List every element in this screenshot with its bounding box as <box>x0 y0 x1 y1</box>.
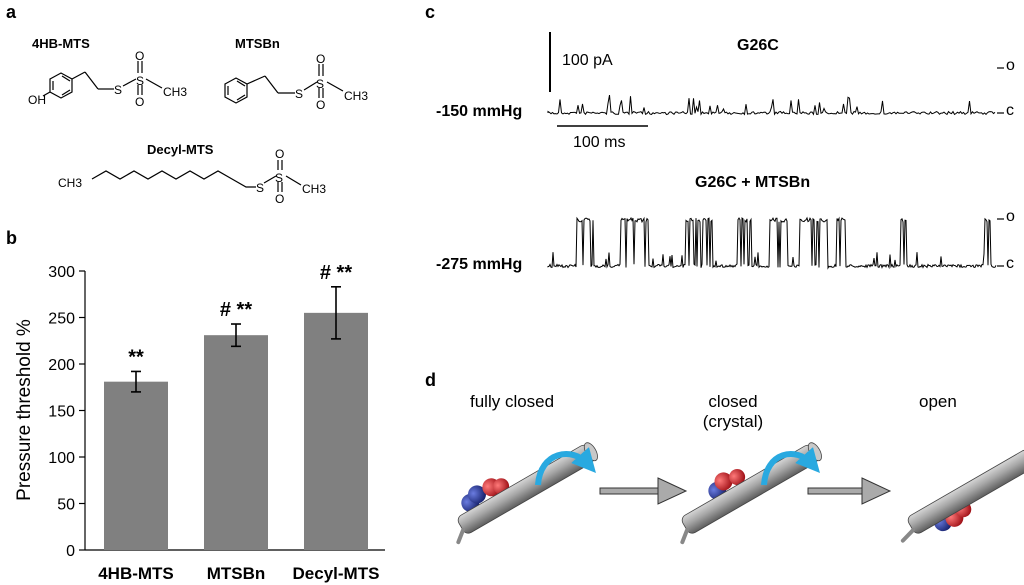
atom-label: S <box>316 77 324 91</box>
atom-label: CH3 <box>58 176 82 190</box>
compound-name-4hb-mts: 4HB-MTS <box>32 36 90 51</box>
y-axis-label: Pressure threshold % <box>14 319 35 501</box>
pressure-threshold-chart: Pressure threshold % 050100150200250300 … <box>14 262 385 583</box>
compound-name-mtsbn: MTSBn <box>235 36 280 51</box>
atom-label: O <box>135 49 144 63</box>
atom-label: S <box>295 87 303 101</box>
panel-c-traces <box>547 32 1004 270</box>
transition-arrow-icon <box>807 477 892 505</box>
helix-fully-closed <box>456 442 598 545</box>
significance-label: ** <box>128 346 144 368</box>
trace-title-top: G26C <box>737 37 779 54</box>
atom-label: S <box>114 83 122 97</box>
y-tick-label: 300 <box>48 264 75 281</box>
atom-label: CH3 <box>302 182 326 196</box>
atom-label: O <box>275 192 284 206</box>
bar <box>104 381 168 550</box>
atom-label: O <box>316 98 325 112</box>
panel-label-b: b <box>6 228 17 248</box>
significance-label: # ** <box>320 262 352 284</box>
atom-label: S <box>136 74 144 88</box>
category-label: 4HB-MTS <box>98 564 174 583</box>
decyl-chain <box>91 170 256 188</box>
atom-label: O <box>316 52 325 66</box>
atom-label: CH3 <box>344 89 368 103</box>
state-open-label-bottom: o <box>1006 208 1015 225</box>
pressure-label-bottom: -275 mmHg <box>436 256 523 273</box>
atom-label: S <box>256 181 264 195</box>
rotation-arrow-icon <box>535 447 596 486</box>
category-label: Decyl-MTS <box>293 564 380 583</box>
transition-arrow-icon <box>599 477 688 505</box>
helix-closed-crystal <box>680 442 822 545</box>
state-label-fully-closed: fully closed <box>470 392 555 411</box>
significance-label: # ** <box>220 299 252 321</box>
pressure-label-top: -150 mmHg <box>436 103 523 120</box>
y-tick-label: 250 <box>48 311 75 328</box>
panel-label-d: d <box>425 370 436 390</box>
current-trace-top <box>547 95 996 116</box>
y-tick-label: 50 <box>57 497 75 514</box>
panel-label-a: a <box>6 2 17 22</box>
benzene-ring-mtsbn <box>224 77 248 104</box>
y-tick-label: 0 <box>66 543 75 560</box>
y-tick-label: 200 <box>48 357 75 374</box>
atom-label: OH <box>28 93 46 107</box>
state-label-open: open <box>919 392 957 411</box>
atom-label: CH3 <box>163 85 187 99</box>
trace-title-bottom: G26C + MTSBn <box>695 174 811 191</box>
rotation-arrow-icon <box>761 447 820 486</box>
compound-name-decyl-mts: Decyl-MTS <box>147 142 214 157</box>
panel-d-schematic <box>456 442 1024 545</box>
y-tick-label: 100 <box>48 450 75 467</box>
state-open-label-top: o <box>1006 57 1015 74</box>
y-tick-label: 150 <box>48 404 75 421</box>
state-closed-label-bottom: c <box>1006 255 1014 272</box>
atom-label: S <box>275 171 283 185</box>
current-trace-bottom <box>547 216 997 270</box>
bar <box>204 335 268 550</box>
state-label-closed-crystal: closed (crystal) <box>702 392 764 431</box>
helix-open <box>900 449 1024 543</box>
atom-label: O <box>135 95 144 109</box>
state-closed-label-top: c <box>1006 102 1014 119</box>
bar <box>304 312 368 550</box>
scale-bar-time-label: 100 ms <box>573 134 626 151</box>
category-label: MTSBn <box>207 564 266 583</box>
panel-label-c: c <box>425 2 436 22</box>
scale-bar-current-label: 100 pA <box>562 52 613 69</box>
atom-label: O <box>275 147 284 161</box>
panel-a-structures: OH S S O O CH3 S S O O CH3 CH3 S S O O C… <box>28 49 368 206</box>
